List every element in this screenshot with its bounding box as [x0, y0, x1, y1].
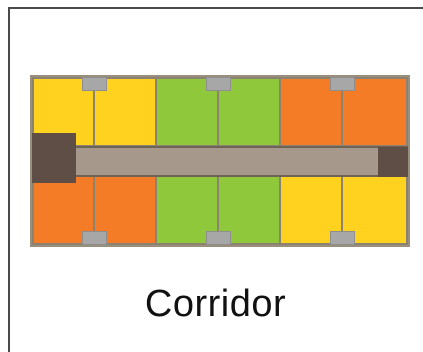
diagram-caption: Corridor	[144, 283, 287, 325]
core-right	[378, 147, 408, 177]
door-top-1	[82, 77, 107, 91]
frame-border	[8, 7, 423, 352]
door-top-2	[206, 77, 231, 91]
corridor-bar	[34, 146, 408, 177]
door-bottom-2	[206, 231, 231, 245]
door-top-3	[330, 77, 355, 91]
core-left	[32, 133, 76, 183]
door-bottom-3	[330, 231, 355, 245]
floor-plan-diagram	[30, 75, 410, 247]
door-bottom-1	[82, 231, 107, 245]
unit-bottom-2	[93, 175, 157, 245]
